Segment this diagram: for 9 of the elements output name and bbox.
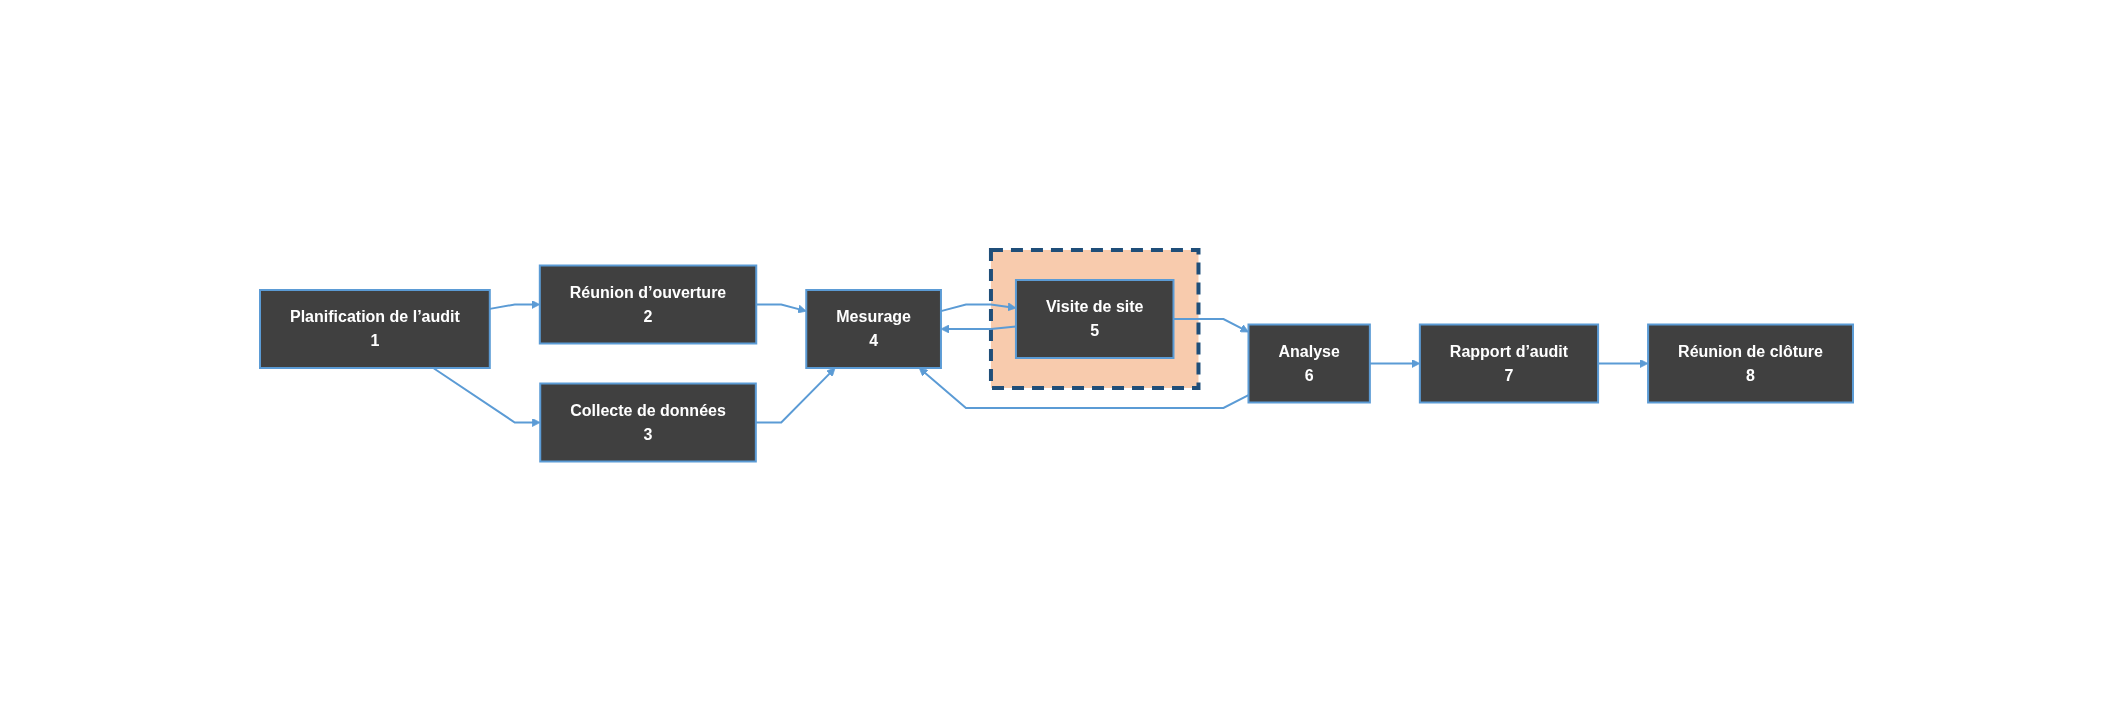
node-box: Réunion de clôture 8 [1646,323,1854,404]
node-box: Collecte de données 3 [538,382,757,463]
node-box: Planification de l’audit 1 [258,288,491,369]
node-box: Mesurage 4 [804,288,942,369]
node-box: Analyse 6 [1247,323,1371,404]
cluster [988,247,1200,390]
node-box: Réunion d’ouverture 2 [538,264,757,345]
node-box: Rapport d’audit 7 [1418,323,1599,404]
node-box: Visite de site 5 [1014,278,1174,359]
